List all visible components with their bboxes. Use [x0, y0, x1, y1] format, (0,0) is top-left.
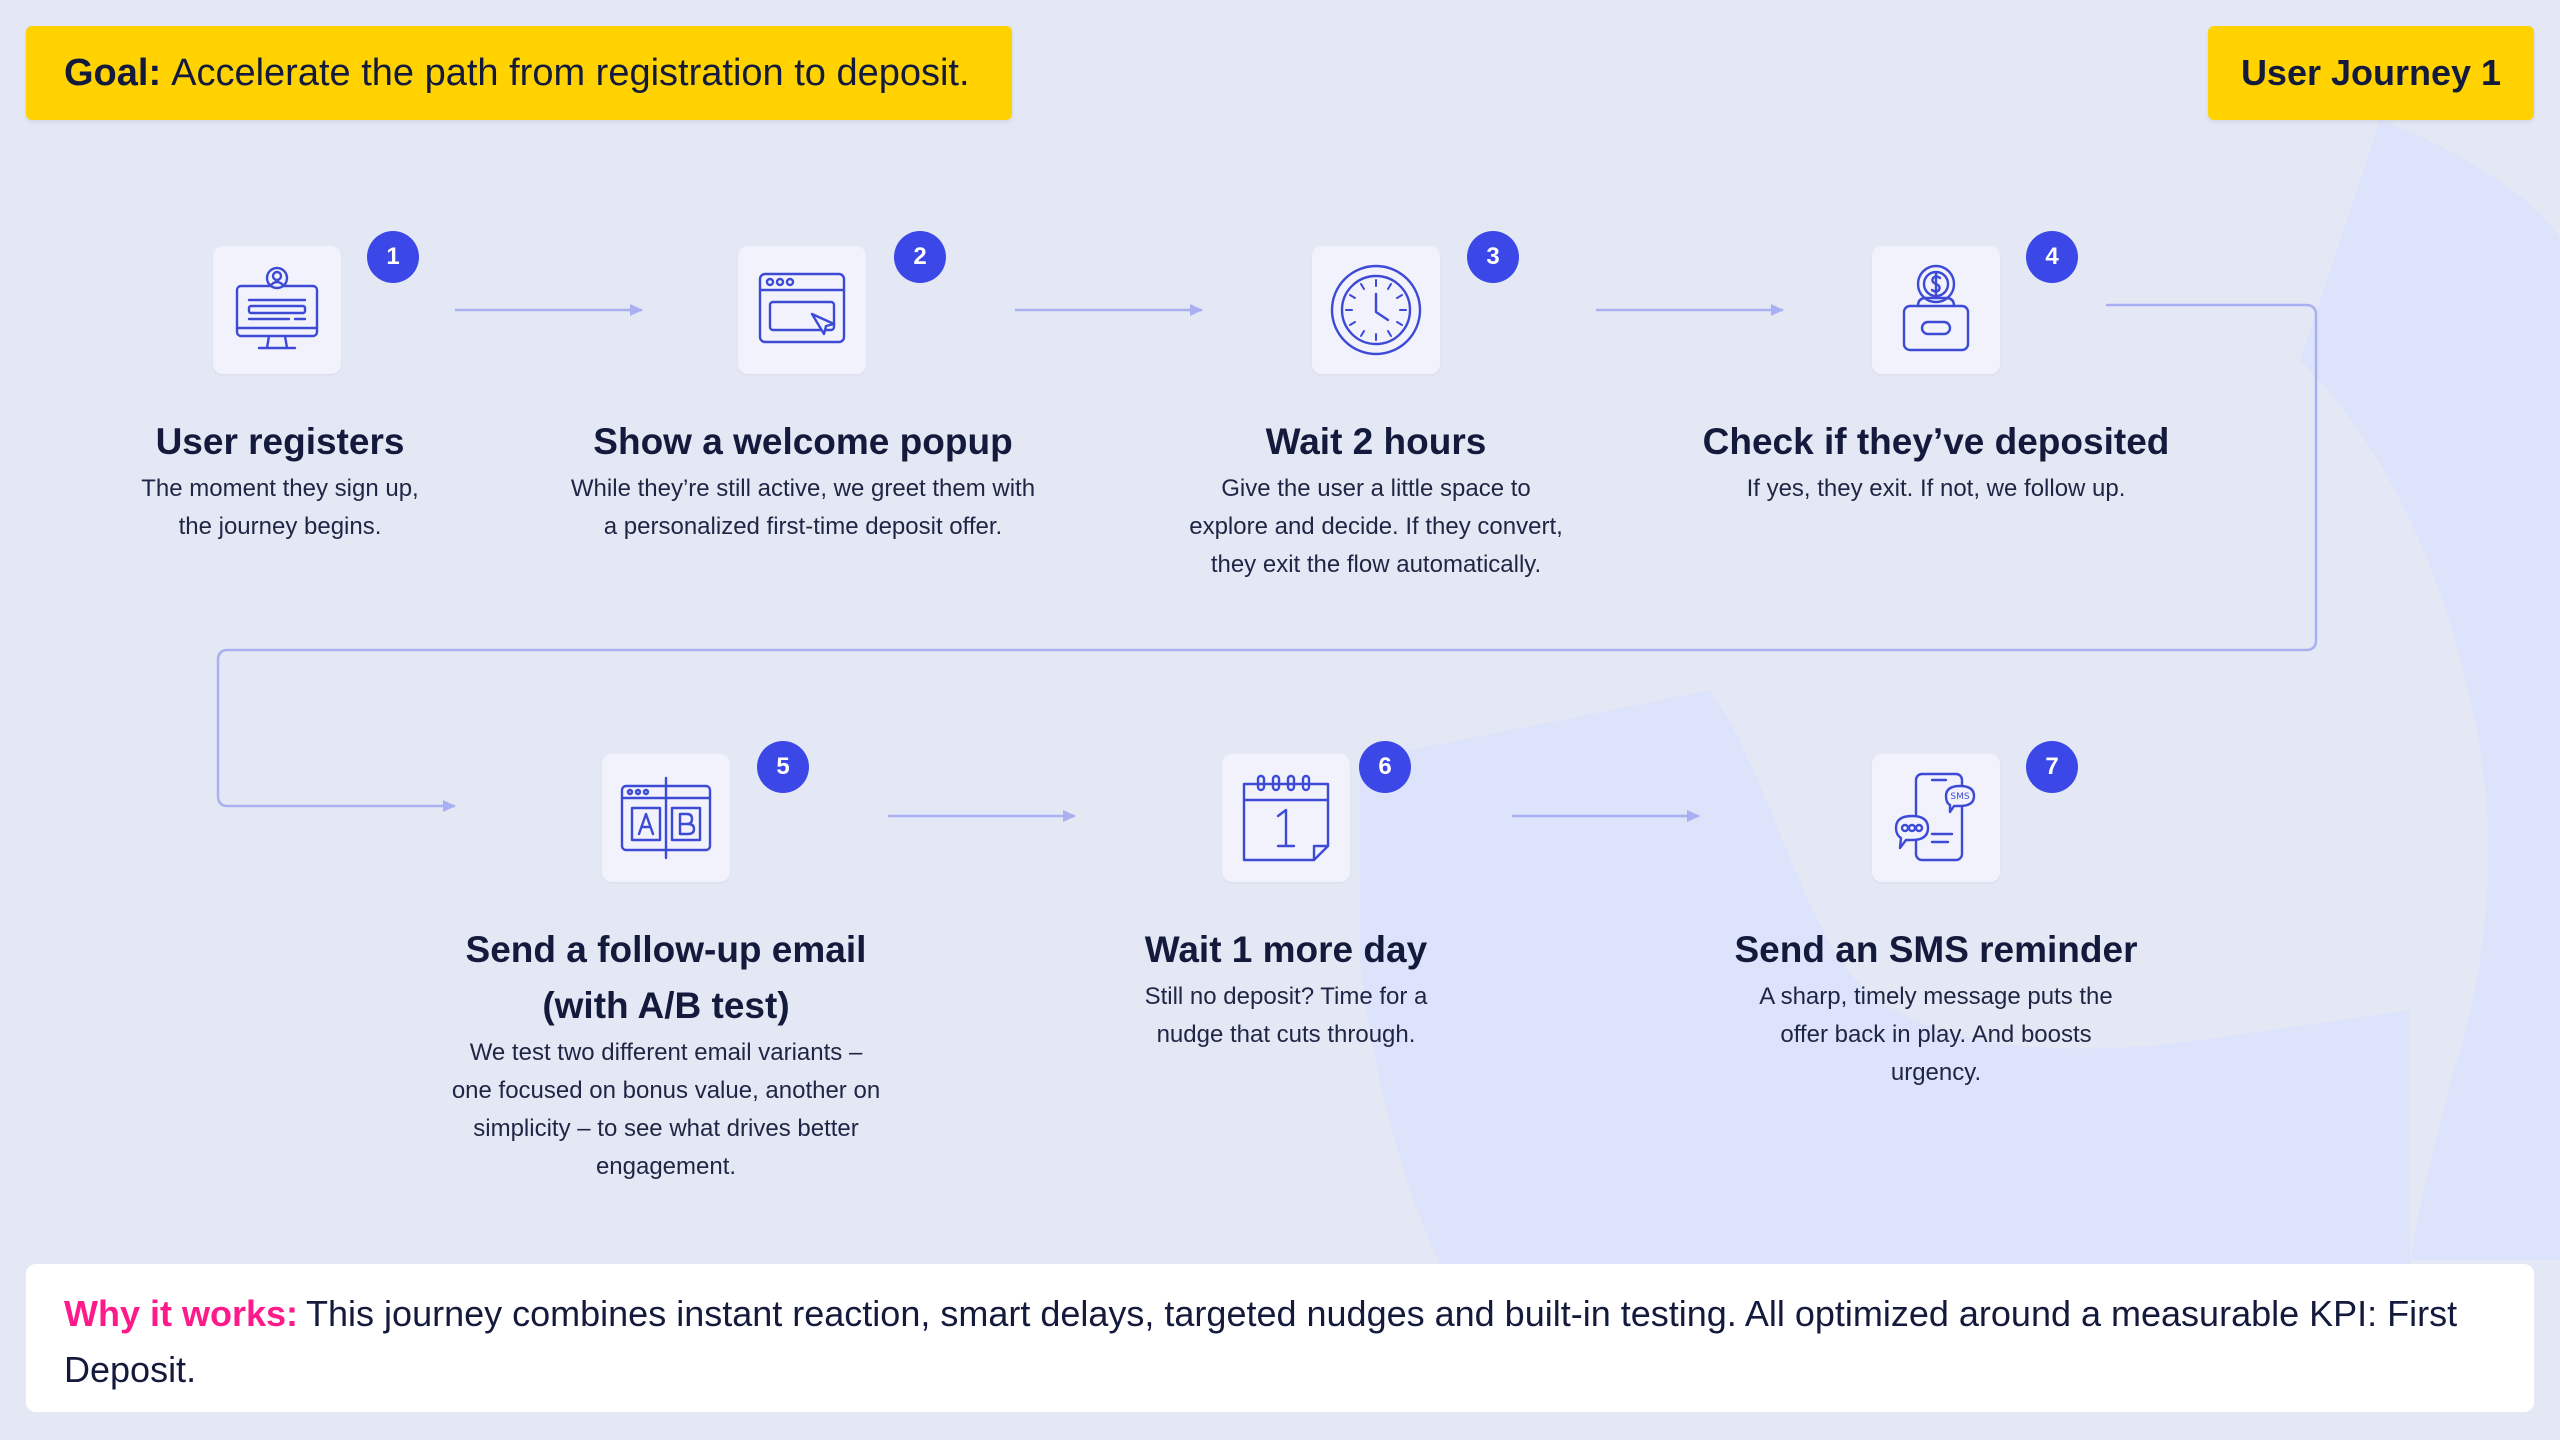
step-3: Wait 2 hours Give the user a little spac… [1136, 414, 1616, 584]
step-7-description: A sharp, timely message puts the offer b… [1759, 983, 2113, 1086]
step-7: Send an SMS reminder A sharp, timely mes… [1726, 922, 2146, 1092]
step-3-icon-tile [1312, 246, 1440, 374]
step-2-badge: 2 [894, 231, 946, 283]
step-2-title: Show a welcome popup [593, 421, 1013, 462]
why-text: This journey combines instant reaction, … [64, 1293, 2458, 1390]
step-5: Send a follow-up email (with A/B test) W… [416, 922, 916, 1186]
step-1-description: The moment they sign up, the journey beg… [141, 475, 419, 540]
ab-test-icon [620, 776, 712, 860]
sms-phone-icon: SMS [1894, 772, 1976, 862]
goal-label: Goal: [64, 51, 162, 94]
step-5-badge: 5 [757, 741, 809, 793]
step-1: User registers The moment they sign up, … [80, 414, 480, 546]
clock-icon [1330, 264, 1422, 356]
step-5-icon-tile [602, 754, 730, 882]
step-5-description: We test two different email variants – o… [451, 1039, 881, 1180]
step-4-icon-tile [1872, 246, 2000, 374]
step-4: Check if they’ve deposited If yes, they … [1676, 414, 2196, 508]
step-2: Show a welcome popup While they’re still… [525, 414, 1081, 546]
step-1-badge: 1 [367, 231, 419, 283]
arrow-4-5 [216, 303, 2318, 812]
step-5-title: Send a follow-up email (with A/B test) [465, 929, 867, 1026]
step-2-icon-tile [738, 246, 866, 374]
step-1-title: User registers [155, 421, 405, 462]
step-4-title: Check if they’ve deposited [1702, 421, 2170, 462]
step-3-title: Wait 2 hours [1265, 421, 1487, 462]
why-it-works-box: Why it works:This journey combines insta… [26, 1264, 2534, 1412]
computer-user-icon [235, 266, 319, 350]
step-6-title: Wait 1 more day [1144, 929, 1428, 970]
goal-text: Accelerate the path from registration to… [171, 51, 970, 94]
browser-popup-icon [758, 272, 846, 344]
step-1-icon-tile [213, 246, 341, 374]
svg-text:SMS: SMS [1950, 792, 1969, 802]
journey-label: User Journey 1 [2208, 26, 2534, 120]
step-2-description: While they’re still active, we greet the… [570, 475, 1036, 540]
step-4-description: If yes, they exit. If not, we follow up. [1746, 475, 2126, 502]
step-6-description: Still no deposit? Time for a nudge that … [1144, 983, 1428, 1048]
step-6-badge: 6 [1359, 741, 1411, 793]
goal-banner: Goal: Accelerate the path from registrat… [26, 26, 1012, 120]
step-3-badge: 3 [1467, 231, 1519, 283]
calendar-icon [1242, 774, 1330, 862]
step-7-badge: 7 [2026, 741, 2078, 793]
step-6-icon-tile [1222, 754, 1350, 882]
step-7-title: Send an SMS reminder [1734, 929, 2138, 970]
step-4-badge: 4 [2026, 231, 2078, 283]
step-3-description: Give the user a little space to explore … [1189, 475, 1563, 578]
why-label: Why it works: [64, 1293, 299, 1334]
coin-deposit-icon [1902, 264, 1970, 352]
step-6: Wait 1 more day Still no deposit? Time f… [1086, 922, 1486, 1054]
step-7-icon-tile: SMS [1872, 754, 2000, 882]
